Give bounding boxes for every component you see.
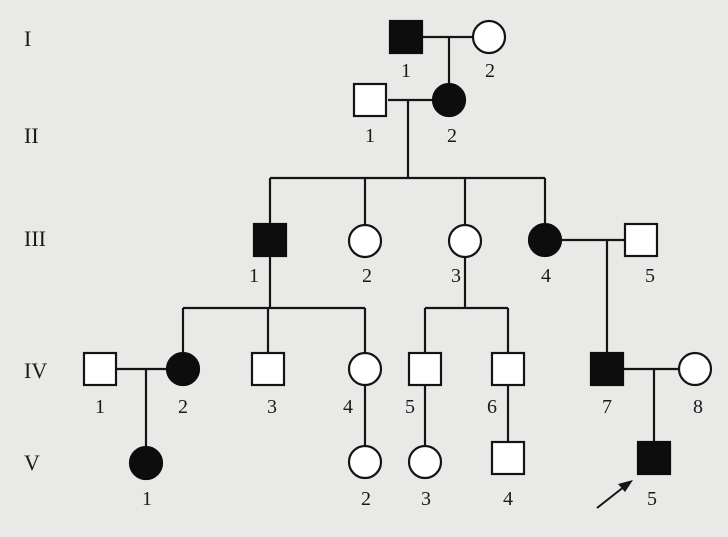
individual-number-I-1: 1 [401,60,411,82]
unaffected-female-symbol-IV-4 [347,351,383,387]
individual-number-IV-3: 3 [267,396,277,418]
affected-female-symbol-IV-2 [165,351,201,387]
unaffected-female-symbol-I-2 [471,19,507,55]
individual-number-V-3: 3 [421,488,431,510]
unaffected-male-symbol-II-1 [352,82,388,118]
unaffected-male-symbol-IV-3 [250,351,286,387]
individual-number-V-2: 2 [361,488,371,510]
affected-male-symbol-IV-7 [589,351,625,387]
unaffected-female-symbol-III-2 [347,223,383,259]
affected-female-symbol-II-2 [431,82,467,118]
unaffected-male-symbol-IV-5 [407,351,443,387]
affected-male-symbol-I-1 [388,19,424,55]
unaffected-male-symbol-IV-1 [82,351,118,387]
affected-male-symbol-III-1 [252,222,288,258]
individual-number-IV-2: 2 [178,396,188,418]
individual-number-V-1: 1 [142,488,152,510]
affected-female-symbol-III-4 [527,222,563,258]
individual-number-III-4: 4 [541,265,551,287]
individuals-group: 1 2 1 2 1 2 3 4 5 1 2 3 4 5 6 7 8 1 2 3 4 5 [82,19,713,510]
individual-number-IV-6: 6 [487,396,497,418]
generation-label-IV: IV [24,358,47,383]
unaffected-female-symbol-IV-8 [677,351,713,387]
unaffected-female-symbol-III-3 [447,223,483,259]
affected-female-symbol-V-1 [128,445,164,481]
unaffected-male-symbol-III-5 [623,222,659,258]
individual-number-III-1: 1 [249,265,259,287]
generation-label-II: II [24,123,39,148]
individual-number-IV-5: 5 [405,396,415,418]
individual-number-III-2: 2 [362,265,372,287]
individual-number-V-5: 5 [647,488,657,510]
affected-male-symbol-V-5 [636,440,672,476]
generation-label-V: V [24,450,40,475]
proband-arrow-icon [596,480,633,509]
unaffected-male-symbol-IV-6 [490,351,526,387]
individual-number-III-5: 5 [645,265,655,287]
individual-number-IV-4: 4 [343,396,353,418]
individual-number-III-3: 3 [451,265,461,287]
individual-number-IV-8: 8 [693,396,703,418]
individual-number-II-2: 2 [447,125,457,147]
individual-number-IV-1: 1 [95,396,105,418]
individual-number-I-2: 2 [485,60,495,82]
individual-number-II-1: 1 [365,125,375,147]
unaffected-female-symbol-V-3 [407,444,443,480]
generation-label-I: I [24,26,31,51]
individual-number-V-4: 4 [503,488,513,510]
pedigree-lines [116,35,679,447]
generation-label-III: III [24,226,46,251]
unaffected-female-symbol-V-2 [347,444,383,480]
unaffected-male-symbol-V-4 [490,440,526,476]
individual-number-IV-7: 7 [602,396,612,418]
